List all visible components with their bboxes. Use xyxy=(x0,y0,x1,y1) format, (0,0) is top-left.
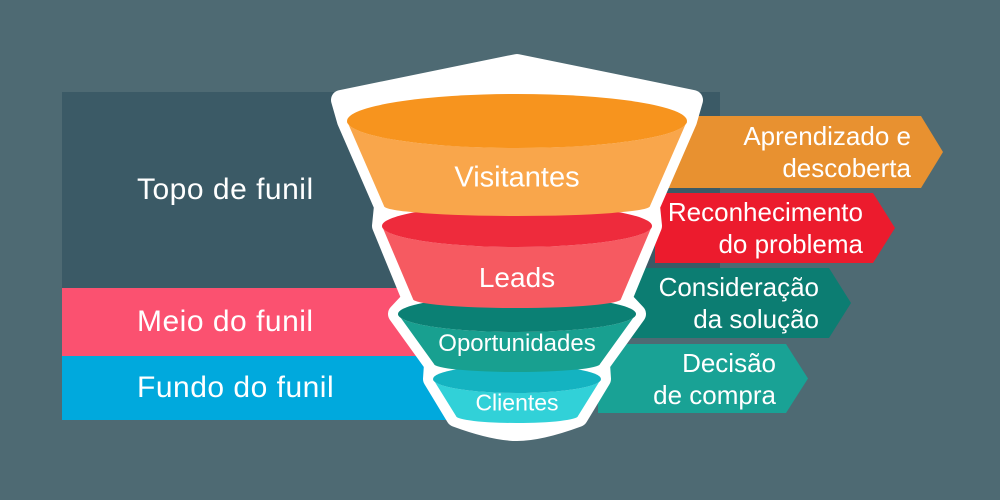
banner-line: descoberta xyxy=(782,153,911,183)
row-bottom-label: Fundo do funil xyxy=(137,371,335,404)
banner-problem-recognition: Reconhecimento do problema xyxy=(655,193,895,263)
funnel-stage-leads-top xyxy=(382,205,652,247)
banner-solution-consideration: Consideração da solução xyxy=(622,268,851,338)
funnel-label-leads: Leads xyxy=(478,262,556,293)
funnel-graphic xyxy=(331,54,703,441)
banner-line: da solução xyxy=(693,304,819,334)
funnel-stage-clientes-body xyxy=(433,379,601,423)
funnel-label-visitantes: Visitantes xyxy=(454,161,580,194)
banner-line: Consideração xyxy=(658,272,819,302)
funnel-label-oportunidades: Oportunidades xyxy=(438,330,596,357)
banner-purchase-decision: Decisão de compra xyxy=(598,344,808,413)
funnel-stage-leads-body xyxy=(382,226,652,308)
banner-line: Aprendizado e xyxy=(743,121,911,151)
row-middle-label: Meio do funil xyxy=(137,305,314,338)
banner-line: Decisão xyxy=(682,347,776,378)
banner-learning-discovery: Aprendizado e descoberta xyxy=(655,116,943,188)
banner-line: do problema xyxy=(718,229,863,259)
banner-line: Reconhecimento xyxy=(667,197,863,227)
funnel-stage-clientes-top xyxy=(433,365,601,393)
funnel-stage-oportunidades-body xyxy=(398,314,636,372)
funnel-stage-visitantes-body xyxy=(347,121,687,216)
funnel-stage-visitantes-top xyxy=(347,94,687,148)
row-top-label: Topo de funil xyxy=(137,173,314,206)
funnel-label-clientes: Clientes xyxy=(475,389,559,416)
banner-line: de compra xyxy=(653,379,776,410)
